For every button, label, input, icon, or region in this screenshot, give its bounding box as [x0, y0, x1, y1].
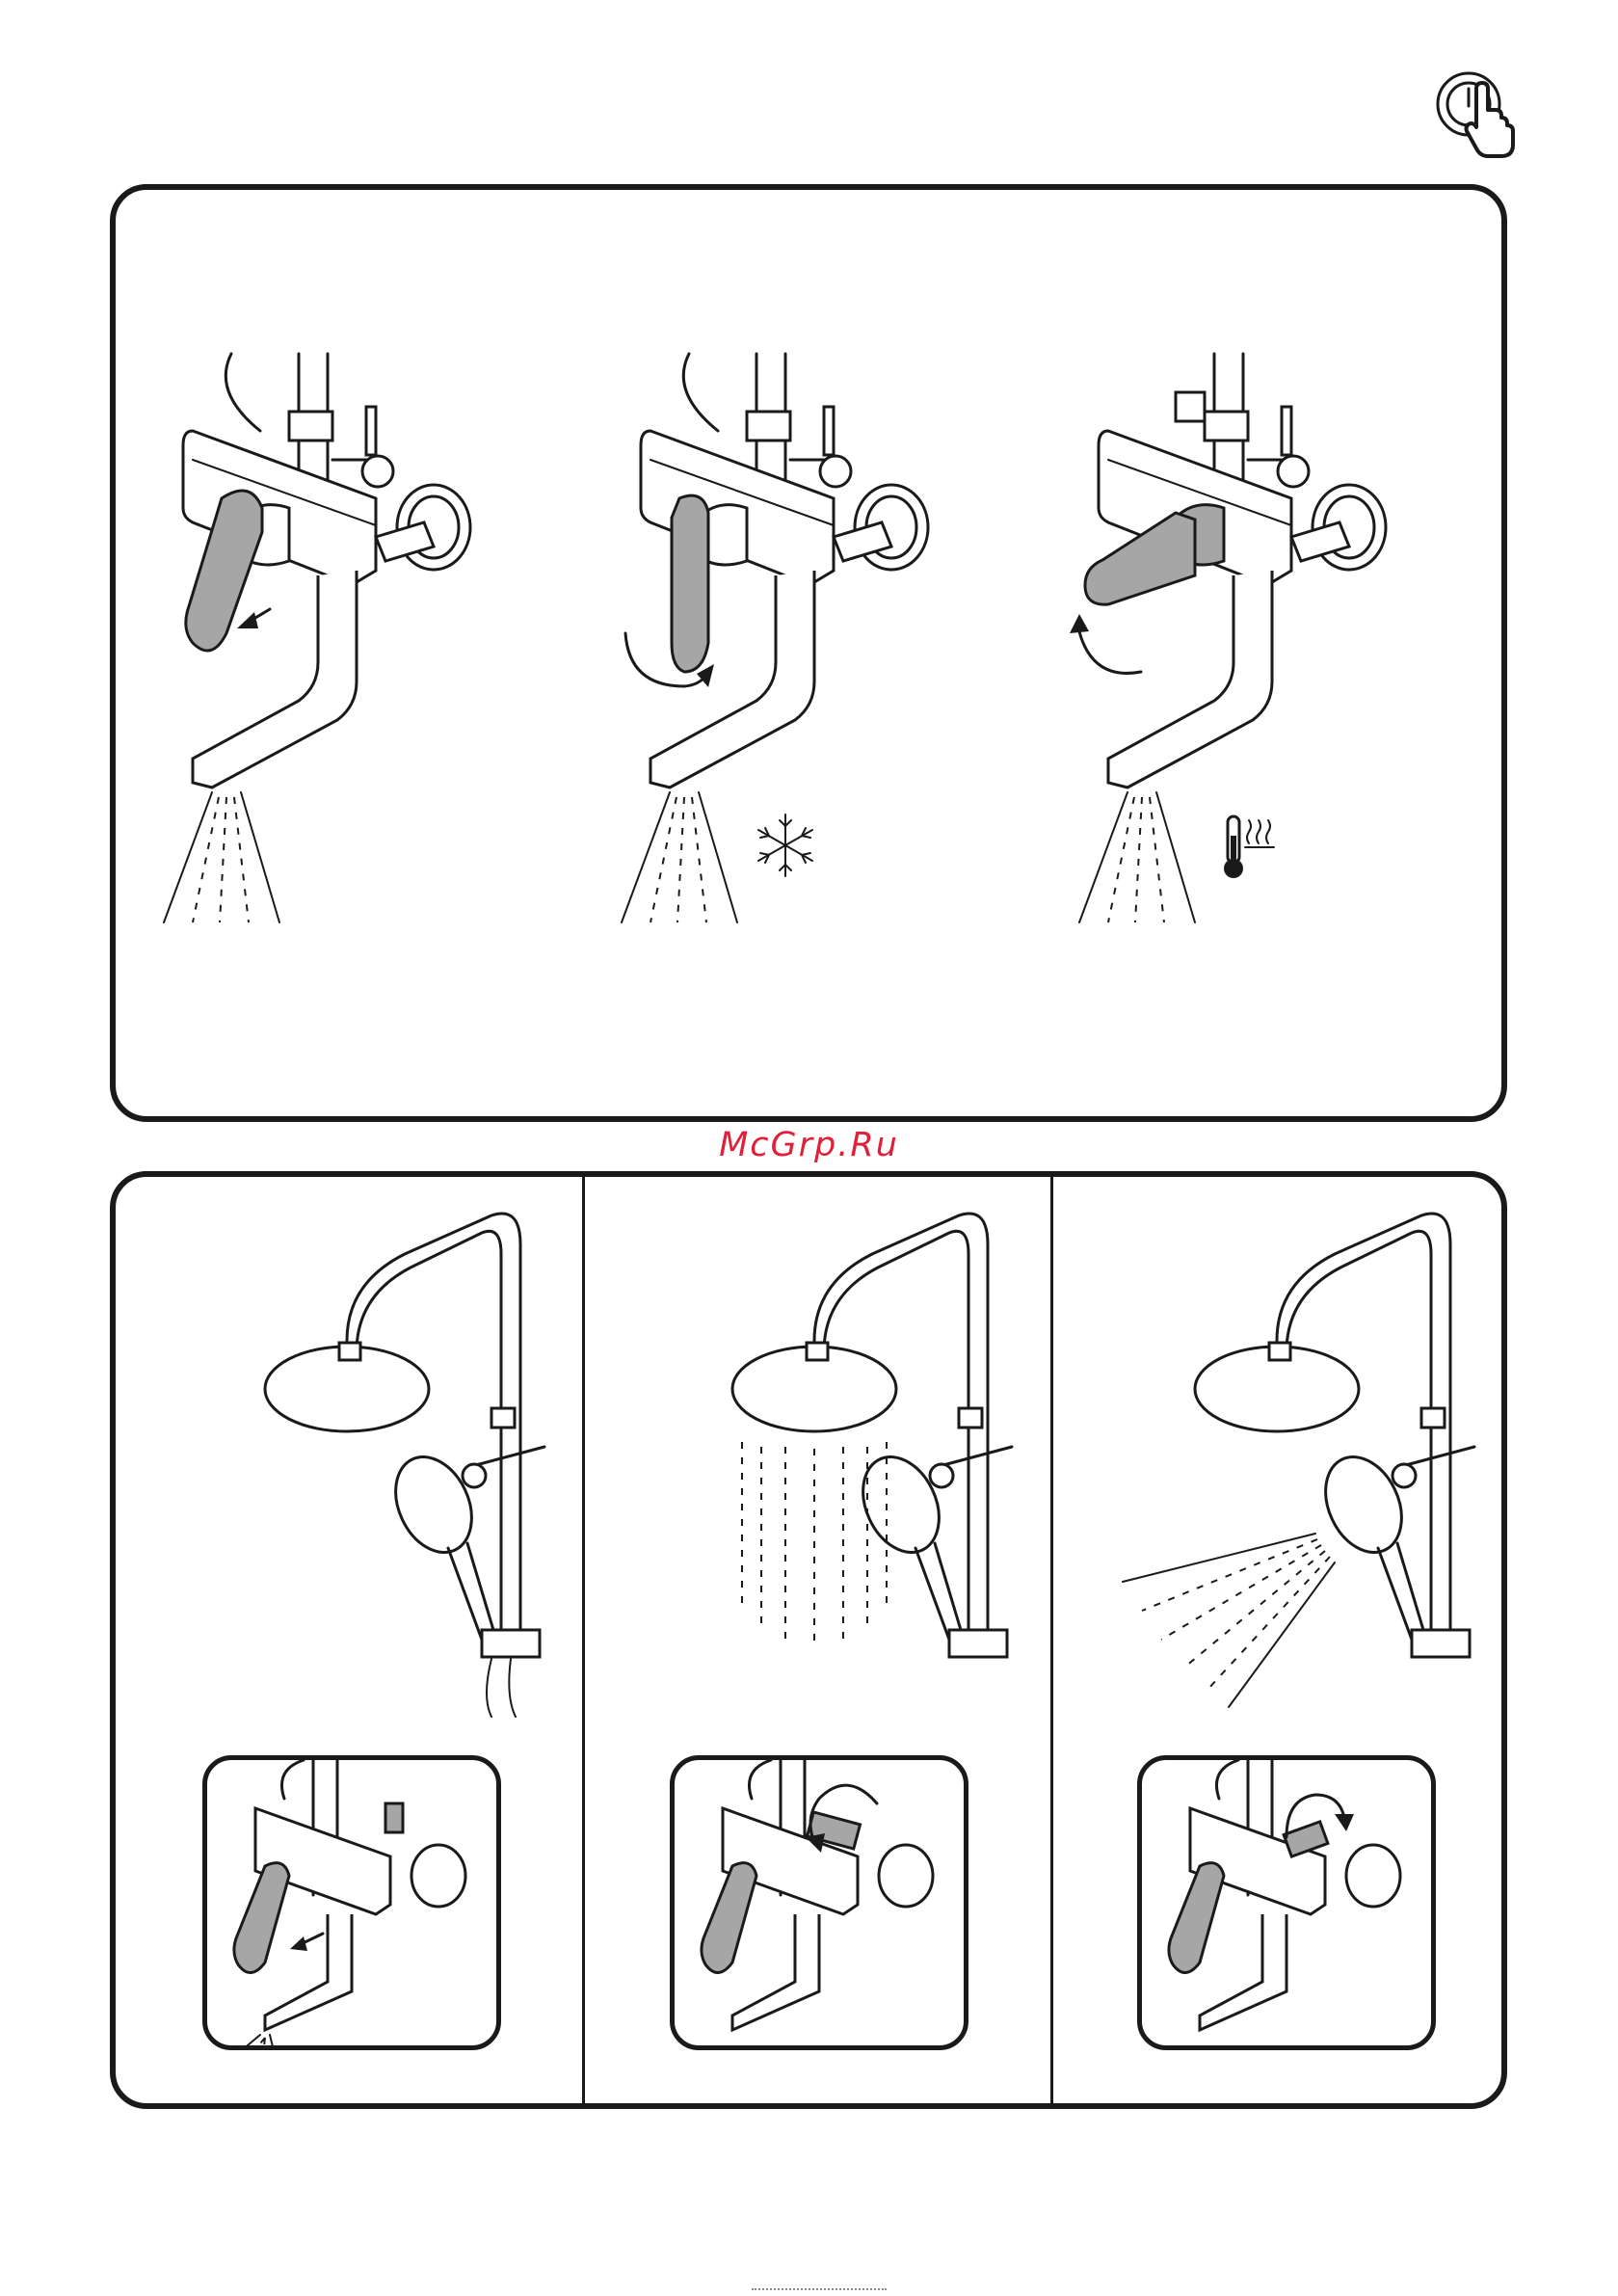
column-divider-2 [1050, 1177, 1053, 2103]
outlet-selection-panel [110, 1171, 1507, 2109]
thermometer-heat-icon [1224, 816, 1274, 878]
column-2-shower-system [641, 1215, 1007, 1717]
column-divider-1 [582, 1177, 585, 2103]
step-3-hot-water [1070, 354, 1494, 932]
column-1-shower-system [173, 1215, 540, 1717]
watermark-text: McGrp.Ru [0, 1126, 1618, 1164]
inset-spout-control [202, 1755, 501, 2050]
snowflake-icon [758, 814, 812, 876]
column-3-shower-system [1103, 1215, 1470, 1717]
inset-handshower-diverter [1137, 1755, 1436, 2050]
step-1-open-water [154, 354, 578, 932]
operation-panel [110, 184, 1507, 1122]
footer-scan-marks [752, 2288, 887, 2293]
touch-power-icon [1434, 67, 1523, 160]
inset-overhead-diverter [670, 1755, 968, 2050]
step-2-cold-water [612, 354, 1036, 932]
